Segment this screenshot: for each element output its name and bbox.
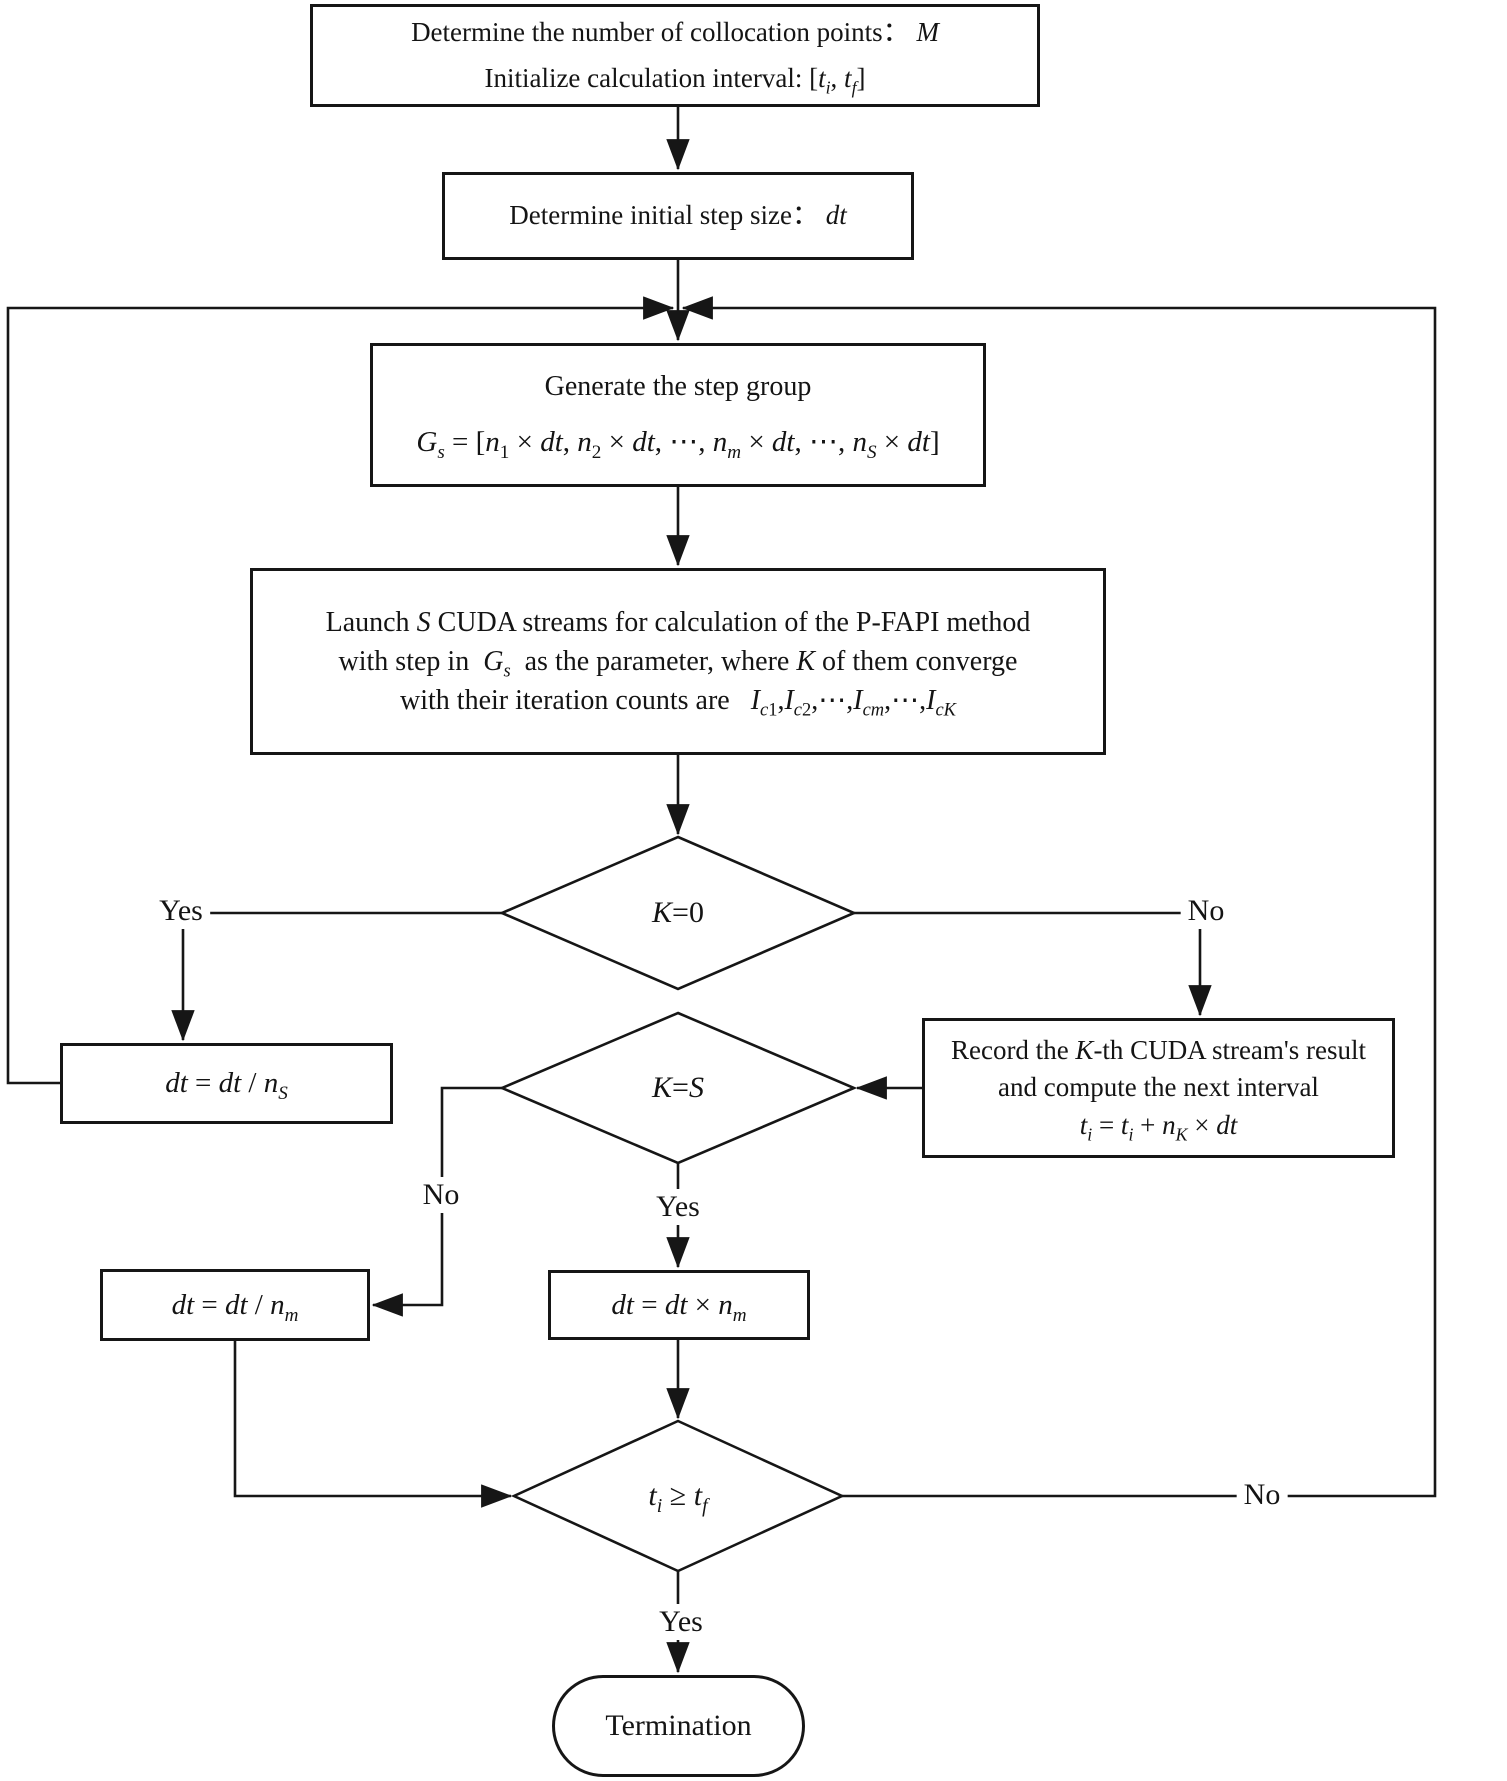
record-box: Record the K-th CUDA stream's result and… (922, 1018, 1395, 1158)
launch-line2: with step in Gs as the parameter, where … (338, 645, 1018, 681)
start-box: Determine the number of collocation poin… (310, 4, 1040, 107)
launch-line3: with their iteration counts are Ic1,Ic2,… (400, 685, 956, 720)
k0-diamond-shape (498, 835, 858, 991)
record-line1: Record the K-th CUDA stream's result (950, 1035, 1367, 1066)
dt-div-nm-text: dt = dt / nm (171, 1288, 299, 1326)
termination-box: Termination (552, 1675, 805, 1777)
record-line2: and compute the next interval (998, 1072, 1319, 1103)
k0-diamond-label: K=0 (652, 896, 704, 929)
ks-diamond-label: K=S (652, 1071, 704, 1104)
ks-no-label: No (415, 1177, 467, 1213)
dt-mul-nm-text: dt = dt × nm (611, 1288, 747, 1326)
dt-div-ns-box: dt = dt / nS (60, 1043, 393, 1124)
start-line1: Determine the number of collocation poin… (411, 17, 939, 48)
step-group-equation: Gs = [n1 × dt, n2 × dt, ⋯, nm × dt, ⋯, n… (416, 426, 940, 464)
step-size-box: Determine initial step size： dt (442, 172, 914, 260)
dt-div-ns-text: dt = dt / nS (165, 1067, 288, 1104)
edge-dtdivnm-to-tf (233, 1341, 513, 1508)
edge-k0yes-to-dtdivns (171, 911, 502, 1042)
tf-diamond-shape (510, 1419, 846, 1573)
step-size-text: Determine initial step size： dt (509, 200, 847, 231)
tf-diamond-label: ti ≥ tf (648, 1479, 708, 1517)
start-line2: Initialize calculation interval: [ti, tf… (484, 62, 866, 97)
launch-line1: Launch S CUDA streams for calculation of… (325, 606, 1031, 638)
launch-box: Launch S CUDA streams for calculation of… (250, 568, 1106, 755)
k0-yes-label: Yes (152, 893, 210, 929)
tf-yes-label: Yes (652, 1604, 710, 1640)
record-line3: ti = ti + nK × dt (1079, 1109, 1238, 1145)
dt-mul-nm-box: dt = dt × nm (548, 1270, 810, 1340)
edge-k0no-to-record (854, 911, 1212, 1017)
edge-tfno-to-junction (681, 296, 1437, 1498)
ks-diamond-shape (498, 1011, 858, 1165)
step-group-box: Generate the step group Gs = [n1 × dt, n… (370, 343, 986, 487)
ks-yes-label: Yes (649, 1189, 707, 1225)
k0-no-label: No (1180, 893, 1232, 929)
dt-div-nm-box: dt = dt / nm (100, 1269, 370, 1341)
tf-no-label: No (1236, 1477, 1288, 1513)
step-group-title: Generate the step group (544, 371, 812, 403)
termination-text: Termination (605, 1709, 752, 1742)
edge-dtdivns-to-junction (6, 296, 675, 1085)
